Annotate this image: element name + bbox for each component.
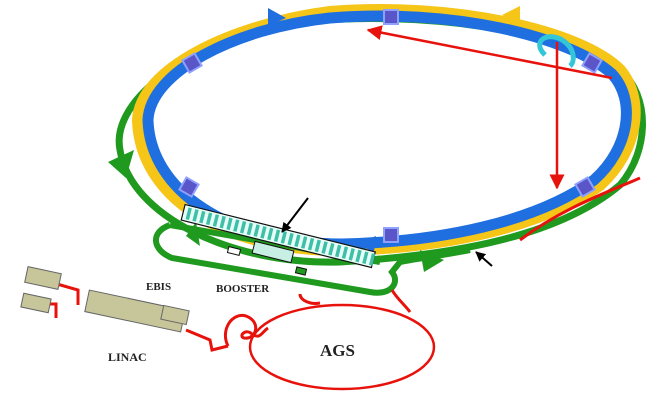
red-arrow-top (366, 25, 613, 80)
booster-stripe (280, 231, 287, 244)
green-booster-arrow (186, 222, 200, 246)
node-square (383, 9, 399, 25)
linac-block-end (160, 304, 190, 326)
linac-blocks (20, 266, 190, 333)
booster-stripe (301, 236, 308, 249)
booster-stripe (294, 234, 301, 248)
booster-stripe (185, 207, 192, 220)
booster-stripe (253, 224, 260, 237)
node-square (574, 176, 596, 198)
black-arrow-right (475, 251, 493, 267)
node-square (581, 52, 603, 74)
booster-stripe (219, 215, 226, 229)
ebis-block-2 (20, 292, 52, 314)
booster-stripe (287, 232, 294, 246)
ring-arrow-top-right (502, 6, 520, 24)
booster-stripe (205, 212, 213, 226)
booster-box-1 (251, 240, 295, 264)
node-square (178, 176, 200, 198)
node-square (181, 52, 203, 74)
booster-stripe (335, 244, 342, 258)
cyan-magnet (537, 34, 576, 68)
booster-stripe (341, 246, 349, 259)
booster-block (180, 203, 376, 269)
ags-label: AGS (320, 341, 355, 360)
ring-nodes (178, 9, 603, 243)
booster-stripe (226, 217, 233, 231)
booster-stripe (199, 210, 206, 224)
booster-stripe (273, 229, 281, 242)
booster-stripe (368, 253, 376, 266)
ags-ring (248, 303, 436, 391)
ebis-label: EBIS (146, 281, 171, 293)
ring-arrow-top-left (268, 8, 286, 26)
booster-stripe (355, 249, 362, 263)
booster-stripe (307, 237, 315, 251)
linac-label: LINAC (108, 350, 147, 364)
booster-stripe (267, 227, 274, 241)
booster-stripe (362, 251, 369, 264)
ring-arrow-bottom-blue (356, 236, 376, 252)
booster-stripe (321, 241, 328, 254)
booster-stripe (348, 248, 355, 261)
booster-stripe (328, 243, 335, 256)
booster-box-3 (294, 266, 308, 276)
booster-stripe (212, 214, 220, 227)
booster-stripe (239, 221, 247, 234)
booster-stripe (314, 239, 321, 253)
booster-stripe (233, 219, 240, 232)
booster-stripe (192, 209, 199, 222)
ring-arrow-left (108, 150, 134, 178)
booster-stripe (246, 222, 254, 236)
black-arrow-booster (281, 197, 309, 233)
red-transfer-line (519, 176, 641, 242)
node-square (383, 227, 399, 243)
booster-label: BOOSTER (216, 283, 270, 295)
ebis-block-1 (24, 266, 62, 290)
booster-stripe (260, 226, 267, 239)
booster-box-2 (226, 246, 242, 256)
